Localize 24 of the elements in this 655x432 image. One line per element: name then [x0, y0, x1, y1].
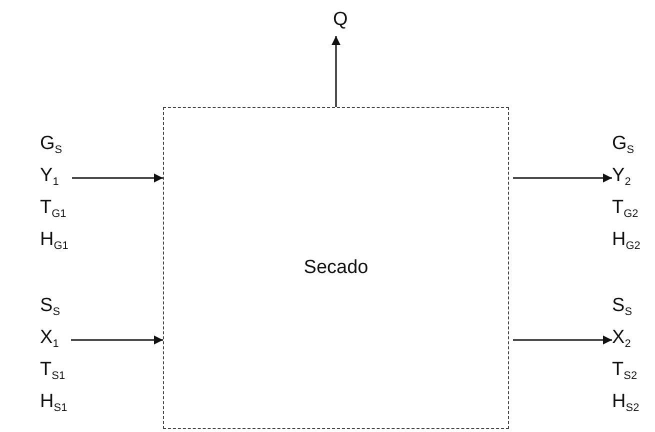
- variable-label: X$_{2}$: [612, 326, 632, 352]
- variable-label: S$_{S}$: [40, 294, 62, 320]
- variable-label: Y$_{1}$: [40, 164, 60, 190]
- arrow: [513, 174, 612, 182]
- variable-label: G$_{S}$: [40, 132, 64, 158]
- arrow: [513, 336, 612, 344]
- variable-label: T$_{S2}$: [612, 358, 638, 384]
- arrow: [71, 336, 163, 344]
- variable-label: Y$_{2}$: [612, 164, 632, 190]
- arrow: [72, 174, 163, 182]
- variable-label: T$_{G2}$: [612, 196, 640, 222]
- variable-label: T$_{S1}$: [40, 358, 66, 384]
- arrow: [332, 36, 340, 107]
- heat-label: Q: [333, 8, 348, 32]
- variable-label: T$_{G1}$: [40, 196, 68, 222]
- variable-label: G$_{S}$: [612, 132, 636, 158]
- variable-label: H$_{S1}$: [40, 390, 68, 416]
- variable-label: H$_{G2}$: [612, 228, 640, 254]
- variable-label: S$_{S}$: [612, 294, 634, 320]
- process-label: Secado: [304, 256, 368, 280]
- variable-label: H$_{S2}$: [612, 390, 640, 416]
- process-box: [163, 107, 509, 429]
- variable-label: X$_{1}$: [40, 326, 60, 352]
- variable-label: H$_{G1}$: [40, 228, 68, 254]
